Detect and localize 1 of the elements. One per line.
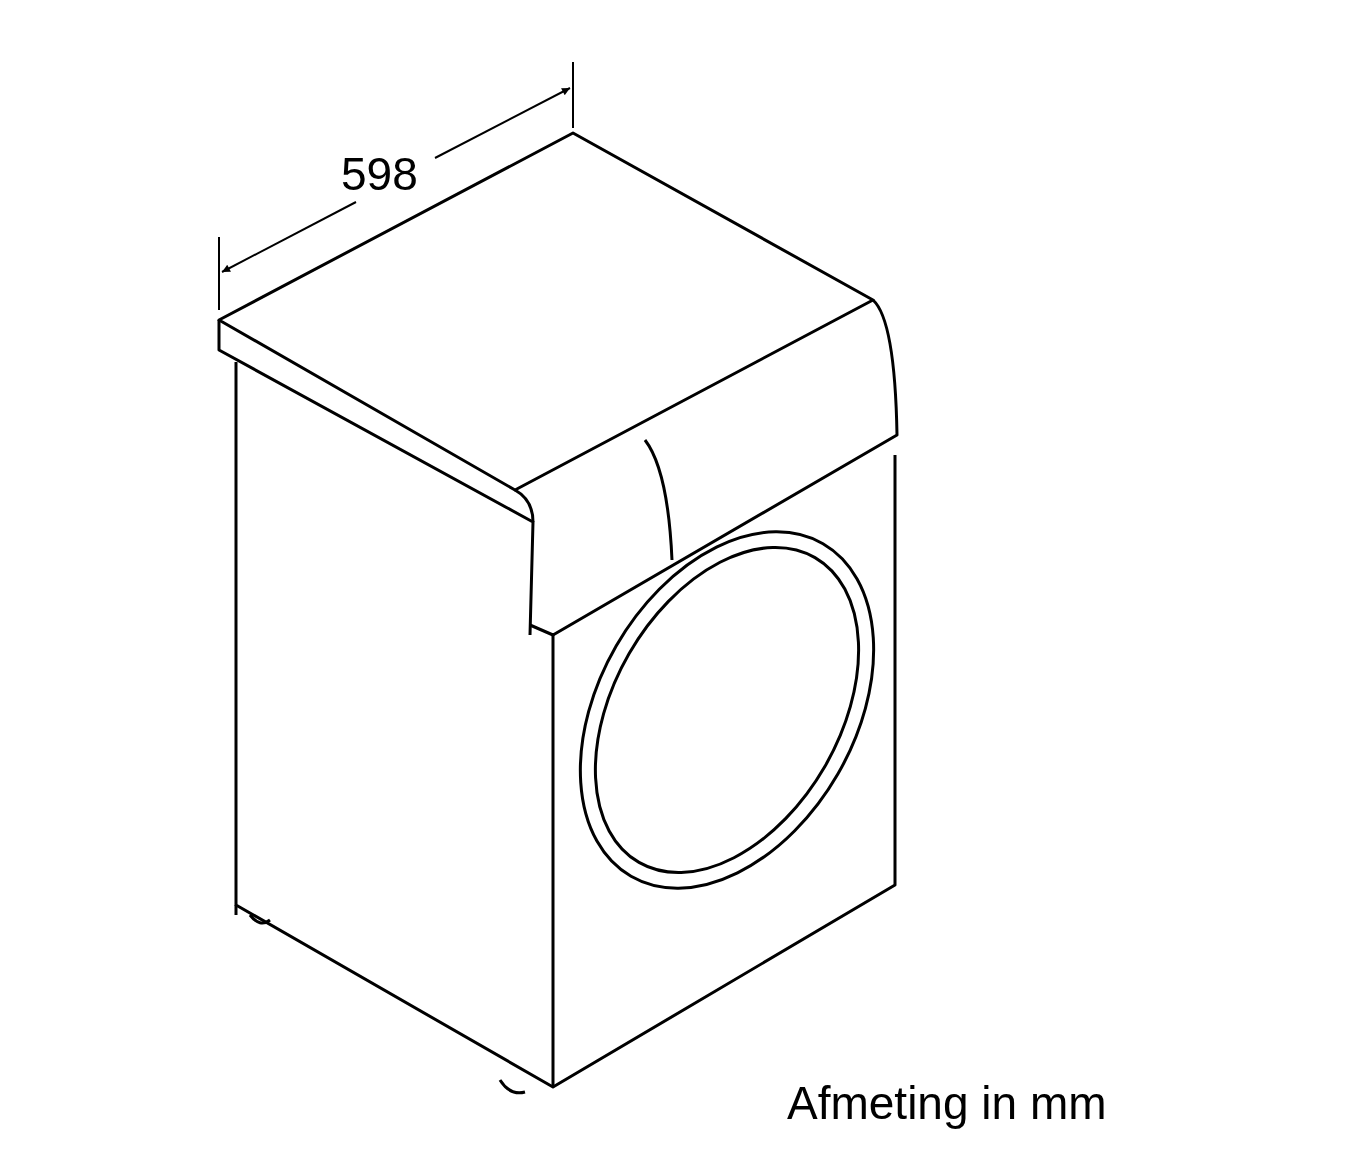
- dimension-value: 598: [341, 151, 418, 197]
